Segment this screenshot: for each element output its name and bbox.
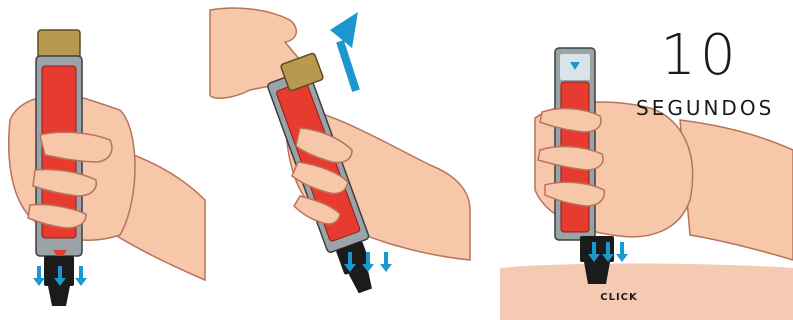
pen-tip [336,241,371,275]
panel-2-up-arrow [330,12,360,92]
timer-unit: SEGUNDOS [636,96,775,120]
panel-3-down-arrows [588,242,628,262]
panel-1-forearm [114,148,206,282]
panel-3-inject [500,47,793,320]
timer-count: 10 [660,23,740,88]
panel-1-pen [35,29,83,306]
pen-tip-base [48,286,70,306]
panel-2-cap [280,52,324,92]
panel-2-top-hand [209,7,302,100]
panel-2-down-arrows [344,252,392,272]
panel-2-fingers [291,127,353,225]
panel-1-down-arrows [33,266,87,286]
panel-2-remove-cap [209,7,471,294]
pen-window-arrow [570,62,580,70]
panel-1-fingers [27,131,113,229]
panel-3-forearm [679,119,793,261]
pen-arrow-indicator [53,250,67,260]
pen-tip-base [348,266,372,294]
panel-3-fingers [537,107,606,207]
panel-1-hold-pen [8,29,206,306]
panel-3-skin-surface [500,263,793,320]
panel-2-pen [267,69,372,294]
pen-tip-base [584,262,610,284]
pen-cap [37,29,81,59]
click-label: CLICK [600,292,638,303]
